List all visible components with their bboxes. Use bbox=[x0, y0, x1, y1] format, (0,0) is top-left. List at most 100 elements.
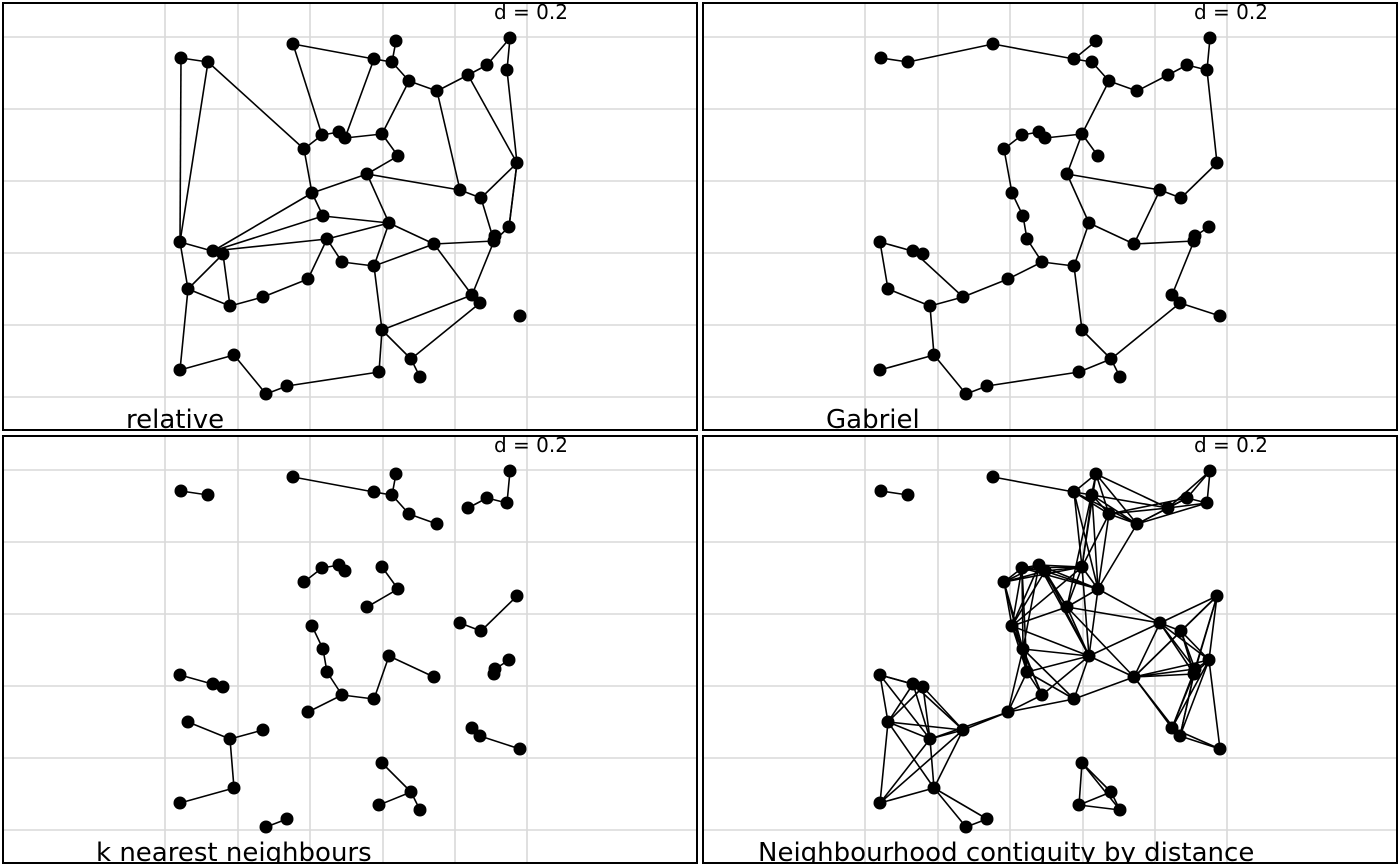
neighbour-edge bbox=[1206, 69, 1218, 164]
neighbour-edge bbox=[879, 354, 935, 371]
region-point bbox=[297, 142, 311, 156]
region-point bbox=[510, 589, 524, 603]
neighbour-edge bbox=[344, 58, 375, 139]
scale-label: d = 0.2 bbox=[1194, 0, 1268, 24]
neighbour-edge bbox=[1088, 655, 1135, 678]
region-point bbox=[906, 677, 920, 691]
region-point bbox=[873, 796, 887, 810]
region-point bbox=[1202, 653, 1216, 667]
region-point bbox=[404, 785, 418, 799]
region-point bbox=[201, 55, 215, 69]
neighbour-edge bbox=[933, 729, 964, 789]
neighbour-edge bbox=[207, 61, 305, 150]
region-point bbox=[927, 348, 941, 362]
neighbour-edge bbox=[480, 162, 518, 199]
neighbour-edge bbox=[292, 43, 375, 60]
region-point bbox=[1016, 642, 1030, 656]
region-point bbox=[480, 58, 494, 72]
region-point bbox=[488, 662, 502, 676]
region-point bbox=[500, 63, 514, 77]
scale-label: d = 0.2 bbox=[494, 433, 568, 457]
region-point bbox=[1082, 649, 1096, 663]
region-point bbox=[375, 756, 389, 770]
neighbour-edge bbox=[1091, 494, 1138, 525]
region-point bbox=[1082, 216, 1096, 230]
neighbour-edge bbox=[179, 61, 209, 243]
neighbour-edge bbox=[1011, 564, 1040, 627]
region-point bbox=[1035, 255, 1049, 269]
neighbour-edge bbox=[1180, 162, 1218, 199]
region-point bbox=[901, 55, 915, 69]
region-point bbox=[223, 299, 237, 313]
region-point bbox=[474, 624, 488, 638]
neighbour-edge bbox=[992, 476, 1075, 493]
region-point bbox=[980, 379, 994, 393]
region-point bbox=[338, 131, 352, 145]
region-point bbox=[360, 167, 374, 181]
region-point bbox=[315, 561, 329, 575]
region-point bbox=[927, 781, 941, 795]
neighbour-edge bbox=[233, 354, 267, 395]
region-point bbox=[1161, 68, 1175, 82]
region-point bbox=[367, 259, 381, 273]
neighbour-edge bbox=[410, 302, 481, 360]
region-point bbox=[174, 51, 188, 65]
region-point bbox=[473, 729, 487, 743]
neighbour-edge bbox=[1011, 606, 1068, 627]
region-point bbox=[480, 491, 494, 505]
neighbour-edge bbox=[929, 738, 935, 789]
region-point bbox=[1130, 517, 1144, 531]
region-point bbox=[1085, 488, 1099, 502]
neighbour-edge bbox=[1073, 491, 1138, 525]
neighbour-edge bbox=[1088, 222, 1135, 245]
neighbour-edge bbox=[366, 173, 390, 224]
region-point bbox=[1067, 52, 1081, 66]
region-point bbox=[413, 370, 427, 384]
scale-label: d = 0.2 bbox=[1194, 433, 1268, 457]
region-point bbox=[881, 715, 895, 729]
region-point bbox=[389, 467, 403, 481]
region-point bbox=[513, 742, 527, 756]
neighbour-edge bbox=[179, 57, 182, 243]
region-point bbox=[1038, 131, 1052, 145]
neighbour-edge bbox=[480, 595, 518, 632]
neighbour-edge bbox=[933, 354, 967, 395]
neighbour-edge bbox=[1081, 494, 1093, 568]
neighbour-edge bbox=[1108, 507, 1169, 515]
region-point bbox=[916, 680, 930, 694]
region-point bbox=[1161, 501, 1175, 515]
neighbour-edge bbox=[1022, 564, 1040, 650]
region-point bbox=[1075, 127, 1089, 141]
neighbour-edge bbox=[879, 787, 935, 804]
region-point bbox=[1005, 619, 1019, 633]
region-point bbox=[986, 37, 1000, 51]
neighbour-edge bbox=[1208, 659, 1221, 750]
neighbour-edge bbox=[212, 215, 324, 252]
neighbour-edge bbox=[433, 243, 473, 296]
neighbour-edge bbox=[1091, 494, 1169, 509]
region-point bbox=[1210, 589, 1224, 603]
region-point bbox=[382, 216, 396, 230]
neighbour-edge bbox=[179, 288, 189, 371]
panel-border bbox=[2, 2, 698, 431]
region-point bbox=[956, 290, 970, 304]
neighbour-edge bbox=[1081, 513, 1110, 568]
region-point bbox=[1127, 670, 1141, 684]
neighbour-edge bbox=[1066, 606, 1090, 657]
region-point bbox=[461, 501, 475, 515]
neighbour-edge bbox=[992, 43, 1075, 60]
neighbour-edge bbox=[1097, 523, 1138, 590]
region-point bbox=[1072, 365, 1086, 379]
neighbour-edge bbox=[179, 354, 235, 371]
neighbour-edge bbox=[1044, 570, 1099, 590]
neighbour-edge bbox=[388, 222, 435, 245]
region-point bbox=[906, 244, 920, 258]
region-point bbox=[1213, 742, 1227, 756]
neighbour-edge bbox=[1108, 497, 1188, 515]
region-point bbox=[181, 282, 195, 296]
region-point bbox=[259, 387, 273, 401]
